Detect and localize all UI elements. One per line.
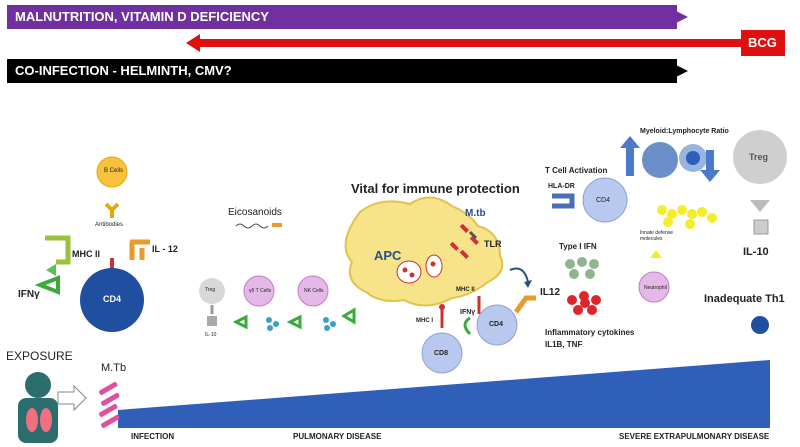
mhc2-label-center: MHC II <box>456 287 475 293</box>
treg-small-label: Treg <box>205 287 216 293</box>
exposure-person <box>18 372 58 443</box>
b-cells-label: B Cells <box>104 168 124 174</box>
cd4-cell-right <box>582 177 628 223</box>
bcg-arrow-shaft <box>198 39 743 47</box>
ifn-symbol-apc <box>341 307 356 325</box>
coinfection-arrow-head <box>674 64 688 78</box>
disease-progression-wedge <box>118 360 770 428</box>
myeloid-cell <box>642 142 678 178</box>
bcg-label: BCG <box>748 35 777 50</box>
nk-cell <box>297 275 329 307</box>
inflammatory-cytokines-label: IL1B, TNF <box>545 340 583 349</box>
exposure-label: EXPOSURE <box>6 349 73 363</box>
cd4-cell-center <box>476 304 518 346</box>
coinfection-label: CO-INFECTION - HELMINTH, CMV? <box>15 63 232 78</box>
b-cell <box>96 156 128 188</box>
t-cell-activation-label: T Cell Activation <box>545 166 608 175</box>
il12-label-center: IL12 <box>540 287 561 298</box>
mtb-vacuole-1 <box>396 260 422 284</box>
mtb-label-center: M.tb <box>465 208 486 219</box>
il10-small-label: IL-10 <box>205 332 217 338</box>
cd4-label-right: CD4 <box>596 197 611 204</box>
up-arrow <box>620 136 640 176</box>
ifn-receptor-icon <box>34 275 60 295</box>
mhc1-label-center: MHC I <box>416 318 433 324</box>
neutrophil-label: Neutrophil <box>644 285 667 291</box>
hla-dr-label: HLA-DR <box>548 183 575 190</box>
apc-label: APC <box>374 248 402 263</box>
cd8-label: CD8 <box>434 350 449 357</box>
malnutrition-label: MALNUTRITION, VITAMIN D DEFICIENCY <box>15 9 269 24</box>
ifn-label-center: IFNγ <box>460 309 476 316</box>
pulmonary-disease-label: PULMONARY DISEASE <box>293 432 382 441</box>
ratio-label: Myeloid:Lymphocyte Ratio <box>640 128 729 135</box>
eicosanoids-label: Eicosanoids <box>228 207 282 218</box>
treg-small <box>199 278 225 304</box>
inadequate-th1-label: Inadequate Th1 <box>704 293 785 305</box>
down-arrow <box>700 150 720 182</box>
innate-defense-label: Innate defense molecules <box>640 230 674 242</box>
hla-dr-receptor <box>552 193 575 209</box>
il12-label-left: IL - 12 <box>152 244 178 254</box>
infection-label: INFECTION <box>131 432 175 441</box>
gd-t-cell <box>243 275 275 307</box>
inflammatory-label: Inflammatory cytokines <box>545 328 635 337</box>
bcg-box <box>741 30 785 56</box>
cd4-label-center: CD4 <box>489 321 504 328</box>
tlr-label: TLR <box>484 239 502 249</box>
gd-t-cells-label: γδ T Cells <box>249 288 272 294</box>
coinfection-arrow-shaft <box>7 59 677 83</box>
breath-arrow <box>57 384 87 412</box>
cd8-cell <box>421 332 463 374</box>
severe-extrapulmonary-label: SEVERE EXTRAPULMONARY DISEASE <box>619 432 770 441</box>
malnutrition-arrow-shaft <box>7 5 677 29</box>
mtb-label-bottom: M.Tb <box>101 362 127 374</box>
nk-cells-label: NK Cells <box>304 288 324 294</box>
center-title: Vital for immune protection <box>351 181 520 196</box>
mhc2-receptor-icon <box>45 235 71 265</box>
il10-large-label: IL-10 <box>743 246 769 258</box>
bcg-arrow-head <box>186 34 200 52</box>
mhc2-label-left: MHC II <box>72 249 100 259</box>
type1-ifn-label: Type I IFN <box>559 242 597 251</box>
antibody-icon <box>104 202 120 218</box>
treg-large-label: Treg <box>749 152 769 162</box>
treg-large <box>733 130 787 184</box>
antibodies-label: Antibodies <box>95 222 124 228</box>
eicosanoid-molecule <box>235 223 269 229</box>
ifn-label-left: IFNγ <box>18 289 40 300</box>
neutrophil-cell <box>638 271 670 303</box>
tlr-receptor <box>468 230 478 240</box>
cd4-cell-left <box>80 268 144 332</box>
il12-receptor-icon <box>129 239 150 260</box>
malnutrition-arrow-head <box>674 10 688 24</box>
cd4-label-left: CD4 <box>103 294 122 304</box>
